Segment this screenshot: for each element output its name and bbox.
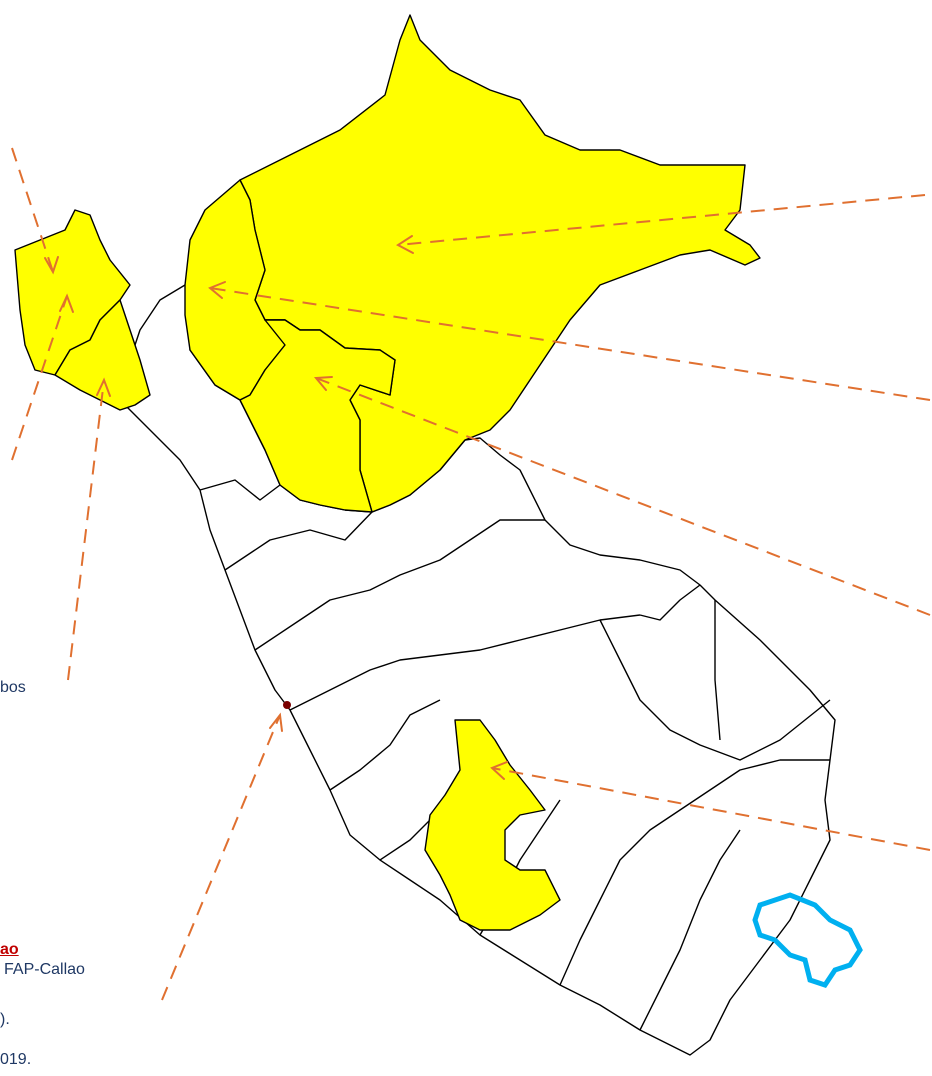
arrow-san-martin-icon	[313, 376, 333, 391]
location-dot-icon	[283, 701, 291, 709]
leader-line-san-martin	[315, 377, 931, 616]
label-callao-line3: 019.	[0, 1051, 32, 1068]
arrow-lambayeque-icon	[96, 377, 111, 397]
leader-line-lambayeque	[67, 379, 105, 681]
region-san-martin	[239, 319, 396, 513]
label-callao-title: ao	[0, 941, 19, 958]
arrow-loreto-icon	[396, 235, 414, 254]
leader-line-callao	[161, 714, 281, 1001]
leader-line-loreto	[397, 194, 926, 246]
arrow-amazonas-icon	[208, 281, 226, 299]
arrow-callao-icon	[269, 712, 283, 732]
leader-line-amazonas	[209, 287, 931, 401]
label-callao-line2: ).	[0, 1011, 10, 1028]
highlighted-regions	[14, 14, 761, 931]
arrow-ayacucho-icon	[490, 761, 508, 780]
arrow-piura-icon	[59, 293, 74, 313]
region-ayacucho	[424, 719, 561, 931]
lake-outline-icon	[752, 892, 863, 988]
leader-line-piura	[11, 295, 68, 461]
label-callao-line1: FAP-Callao	[4, 961, 85, 978]
leader-lines	[11, 147, 931, 1001]
leader-line-ayacucho	[491, 767, 931, 851]
boundary-lines	[199, 479, 831, 1031]
region-lambayeque	[54, 299, 151, 411]
label-fragment-bos: bos	[0, 679, 26, 696]
arrow-tumbes-icon	[44, 256, 59, 275]
